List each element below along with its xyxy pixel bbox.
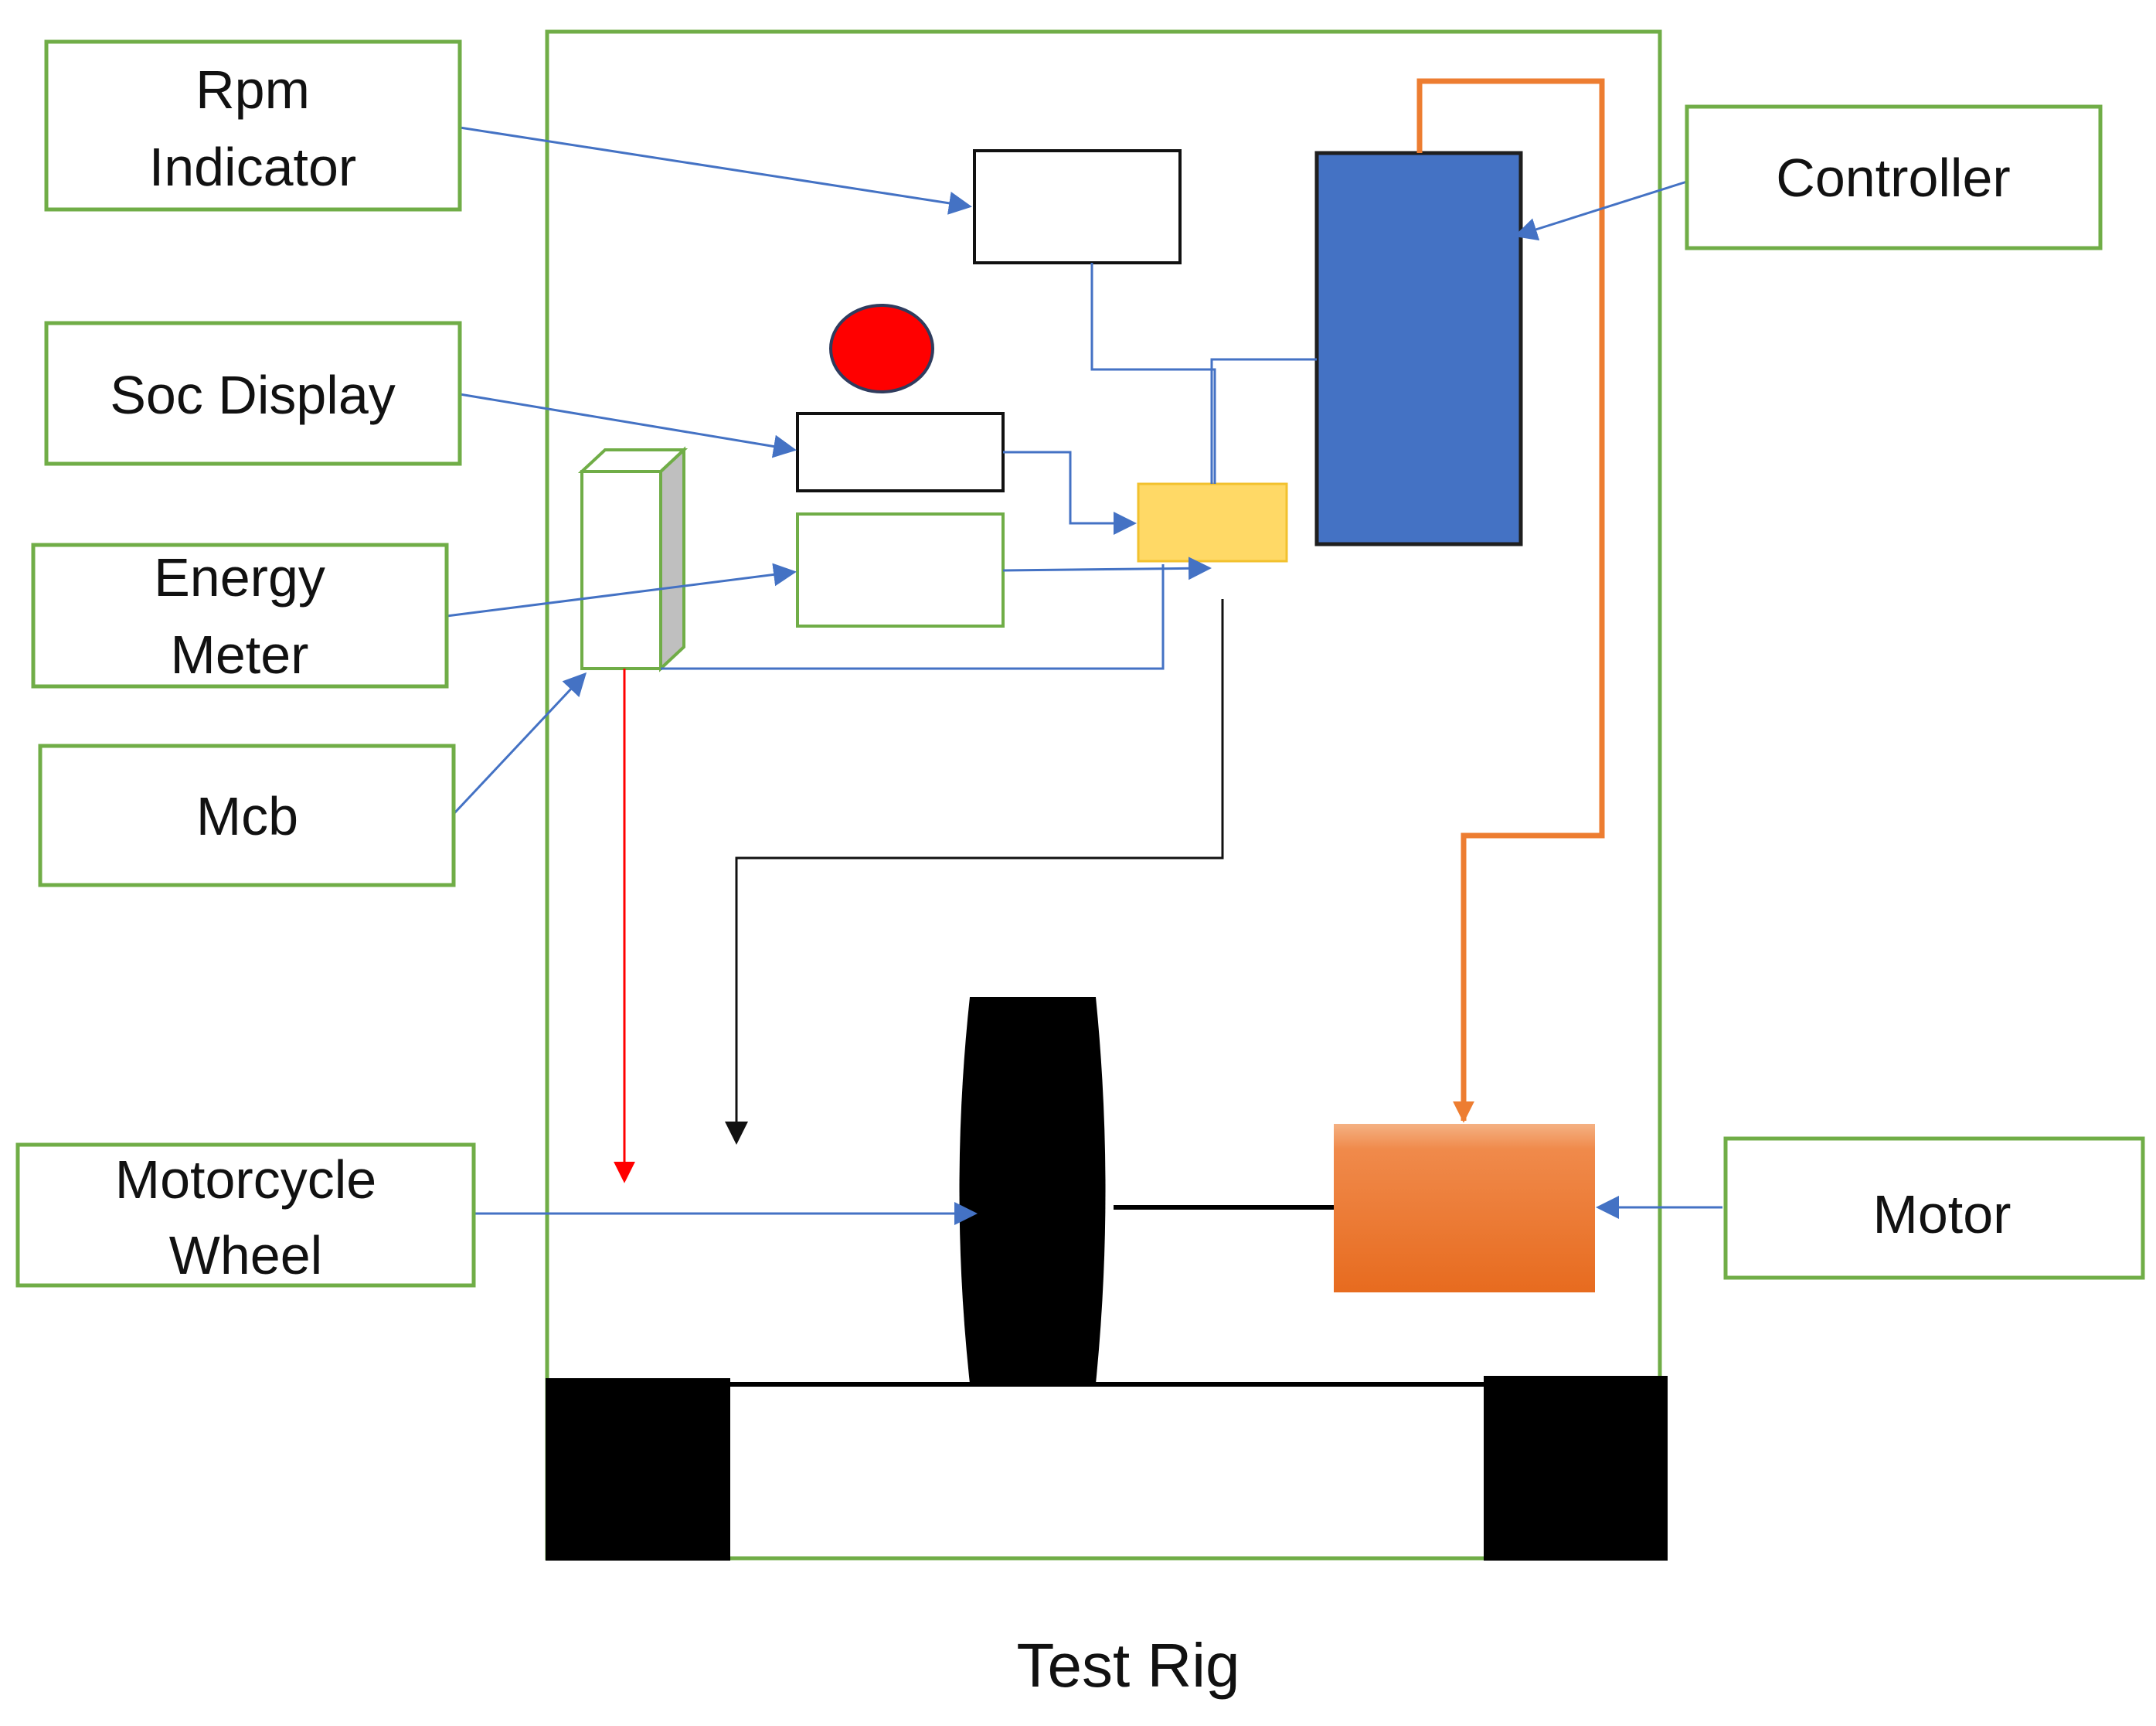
label-motorcycle-wheel-line2: Wheel (169, 1225, 322, 1285)
soc-display-screen (796, 412, 1005, 492)
label-mcb-text: Mcb (196, 786, 298, 846)
diagram-caption: Test Rig (1017, 1631, 1240, 1700)
motor-block (1334, 1124, 1595, 1292)
label-rpm-indicator-line2: Indicator (149, 137, 356, 197)
controller-block (1314, 151, 1523, 546)
wire-energy-to-junction (1002, 557, 1212, 580)
label-rpm-indicator: Rpm Indicator (44, 39, 462, 212)
arrow-energy-meter (446, 563, 797, 618)
label-motor: Motor (1723, 1136, 2145, 1280)
arrow-mcb (453, 672, 587, 815)
label-rpm-indicator-line1: Rpm (196, 60, 310, 120)
arrow-rpm-indicator (459, 126, 972, 215)
label-mcb: Mcb (38, 744, 456, 887)
junction-box (1137, 482, 1288, 563)
test-rig-frame (545, 29, 1662, 1561)
label-soc-display: Soc Display (44, 321, 462, 466)
indicator-lamp (829, 304, 934, 393)
label-energy-meter-line1: Energy (154, 547, 325, 608)
motorcycle-wheel-shape (959, 997, 1106, 1384)
label-soc-display-text: Soc Display (110, 365, 396, 425)
label-controller: Controller (1685, 104, 2103, 250)
wire-soc-to-junction (1003, 451, 1137, 535)
wire-rpm-to-junction (1090, 263, 1216, 484)
rpm-indicator-display (973, 149, 1182, 264)
arrow-controller (1514, 180, 1688, 241)
wire-controller-to-junction (1210, 358, 1317, 484)
wire-mcb-to-junction (661, 564, 1165, 670)
label-motorcycle-wheel-line1: Motorcycle (115, 1149, 376, 1210)
mcb-box (577, 446, 689, 672)
label-motor-text: Motor (1873, 1184, 2011, 1244)
label-controller-text: Controller (1776, 148, 2010, 208)
base-support-left (546, 1378, 730, 1561)
label-energy-meter-line2: Meter (171, 625, 309, 685)
label-energy-meter: Energy Meter (31, 543, 449, 689)
energy-meter-box (796, 512, 1005, 628)
wire-controller-to-motor (1416, 78, 1605, 1123)
label-motorcycle-wheel: Motorcycle Wheel (15, 1142, 476, 1288)
arrow-soc-display (459, 393, 797, 458)
base-support-right (1484, 1376, 1668, 1561)
wire-junction-down (725, 599, 1224, 1145)
